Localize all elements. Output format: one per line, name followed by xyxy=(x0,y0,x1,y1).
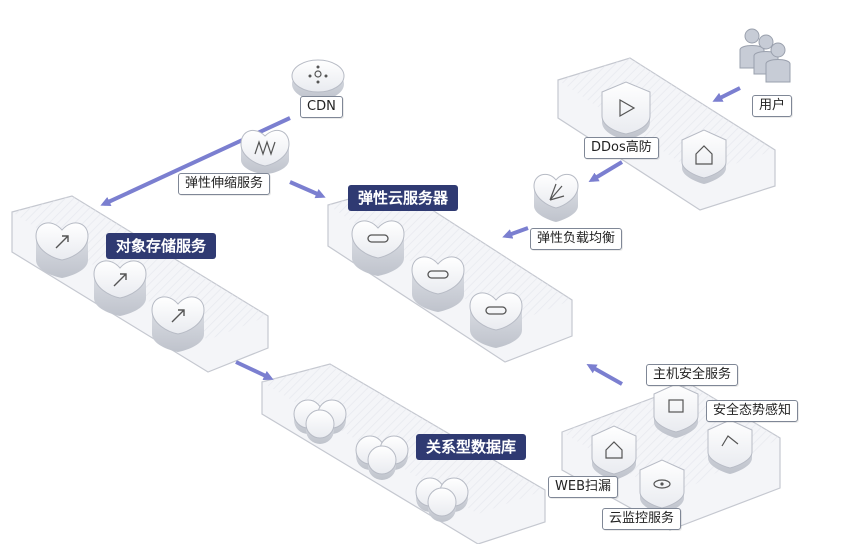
object-storage-tag: 对象存储服务 xyxy=(106,233,217,259)
host-security-label: 主机安全服务 xyxy=(646,364,739,386)
platform-ddos xyxy=(557,57,776,211)
cloud-monitor-icon xyxy=(639,459,685,514)
elastic-scaling-icon xyxy=(240,129,290,174)
users-icon xyxy=(739,28,791,83)
ddos-secondary-icon xyxy=(681,129,727,184)
cloud-monitor-label: 云监控服务 xyxy=(602,508,682,530)
host-security-icon xyxy=(653,383,699,438)
users-label: 用户 xyxy=(752,95,793,117)
arrow-lb-to-ecs xyxy=(502,226,529,239)
ddos-label: DDos高防 xyxy=(584,137,659,159)
arrow-storage-to-db xyxy=(235,360,274,380)
storage-icon-3 xyxy=(151,296,205,352)
arrow-scaling-to-ecs xyxy=(289,180,326,199)
database-icon-1 xyxy=(293,399,347,444)
ecs-server-icon-1 xyxy=(351,220,405,276)
load-balancer-label: 弹性负载均衡 xyxy=(530,228,623,250)
cdn-node-icon xyxy=(291,59,345,100)
storage-icon-1 xyxy=(35,222,89,278)
database-icon-3 xyxy=(415,477,469,522)
storage-icon-2 xyxy=(93,260,147,316)
arrow-security-to-ecs xyxy=(586,364,623,386)
arrow-ddos-to-lb xyxy=(588,160,624,183)
rdb-tag: 关系型数据库 xyxy=(416,434,527,460)
situation-awareness-label: 安全态势感知 xyxy=(706,400,799,422)
cdn-label: CDN xyxy=(300,96,343,118)
database-icon-2 xyxy=(355,435,409,480)
web-scan-icon xyxy=(591,425,637,480)
web-scan-label: WEB扫漏 xyxy=(548,476,618,498)
situation-awareness-icon xyxy=(707,419,753,474)
elastic-scaling-label: 弹性伸缩服务 xyxy=(178,173,271,195)
load-balancer-icon xyxy=(533,173,579,222)
ddos-shield-icon xyxy=(601,81,651,140)
ecs-server-icon-2 xyxy=(411,256,465,312)
ecs-server-icon-3 xyxy=(469,292,523,348)
arrow-users-to-ddos xyxy=(712,86,741,102)
ecs-tag: 弹性云服务器 xyxy=(348,185,459,211)
